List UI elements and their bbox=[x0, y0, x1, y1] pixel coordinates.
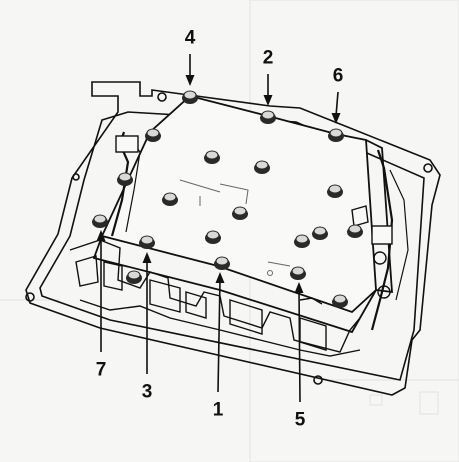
bolt-head bbox=[328, 128, 344, 142]
bolt-head bbox=[332, 294, 348, 308]
bolt-head bbox=[260, 110, 276, 124]
bolt-head bbox=[254, 160, 270, 174]
bolt-heads bbox=[92, 90, 363, 308]
callout-label-6: 6 bbox=[332, 65, 344, 87]
callout-arrow-6 bbox=[331, 91, 341, 124]
bolt-head bbox=[139, 235, 155, 249]
callout-arrow-3 bbox=[142, 252, 152, 374]
solenoid-assembly bbox=[69, 131, 409, 357]
bolt-head bbox=[182, 90, 198, 104]
bolt-head bbox=[117, 172, 133, 186]
bolt-head bbox=[205, 230, 221, 244]
bolt-head bbox=[92, 214, 108, 228]
bolt-head bbox=[204, 150, 220, 164]
bolt-head bbox=[126, 270, 142, 284]
callout-arrow-1 bbox=[215, 272, 225, 393]
callout-label-1: 1 bbox=[212, 399, 224, 421]
callout-arrow-4 bbox=[185, 54, 195, 86]
callout-arrow-2 bbox=[263, 74, 273, 106]
bolt-head bbox=[214, 256, 230, 270]
callout-arrow-7 bbox=[96, 230, 106, 352]
bolt-head bbox=[232, 206, 248, 220]
callout-label-5: 5 bbox=[294, 409, 306, 431]
callout-label-3: 3 bbox=[141, 381, 153, 403]
bolt-head bbox=[145, 128, 161, 142]
callout-label-2: 2 bbox=[262, 47, 274, 69]
bolt-head bbox=[294, 234, 310, 248]
callout-arrow-5 bbox=[294, 282, 304, 403]
bolt-head bbox=[162, 192, 178, 206]
bolt-head bbox=[312, 226, 328, 240]
bolt-head bbox=[327, 184, 343, 198]
callout-label-4: 4 bbox=[184, 27, 196, 49]
callout-label-7: 7 bbox=[95, 359, 107, 381]
callout-leaders bbox=[96, 54, 341, 403]
bolt-head bbox=[290, 266, 306, 280]
bolt-head bbox=[347, 224, 363, 238]
